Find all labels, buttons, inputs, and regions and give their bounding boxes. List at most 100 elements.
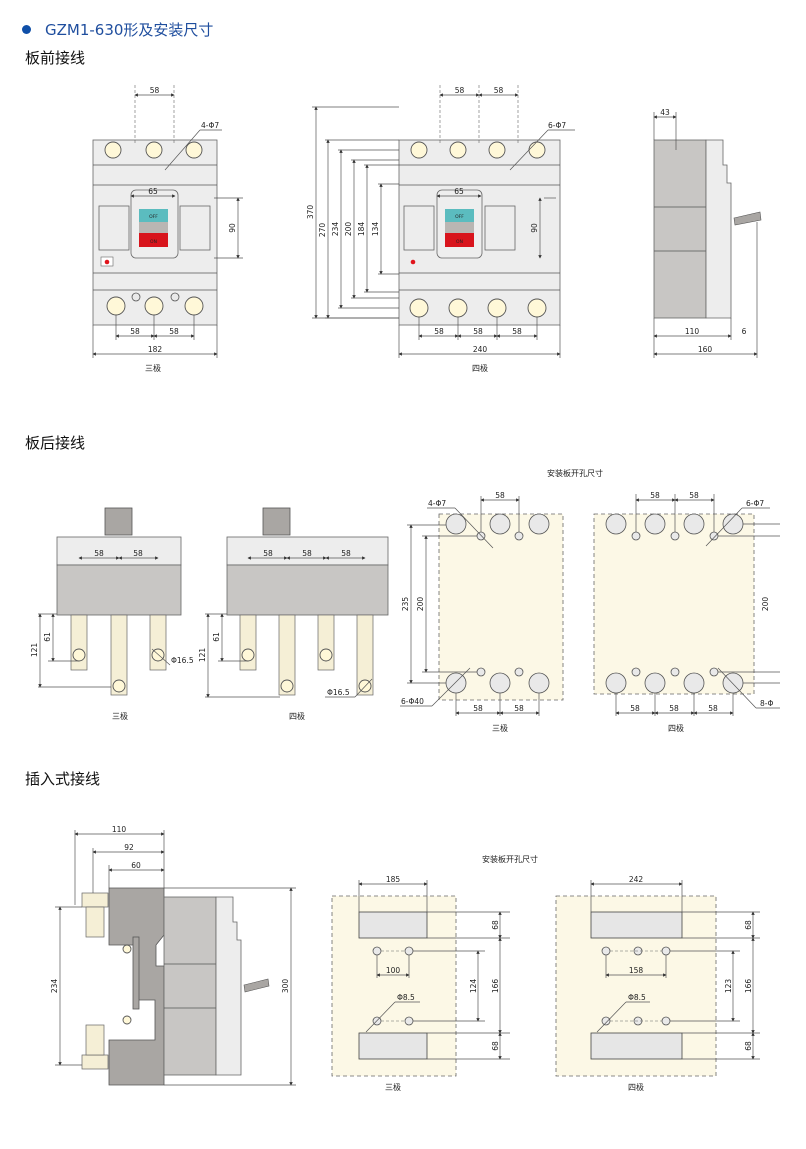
svg-text:58: 58 xyxy=(473,327,483,336)
svg-text:Φ16.5: Φ16.5 xyxy=(327,688,350,697)
svg-text:四极: 四极 xyxy=(472,363,488,373)
section-front-wiring: 板前接线 xyxy=(25,49,86,67)
svg-text:100: 100 xyxy=(386,966,401,975)
svg-text:60: 60 xyxy=(131,861,141,870)
svg-text:OFF: OFF xyxy=(455,214,464,220)
svg-text:Φ8.5: Φ8.5 xyxy=(397,993,415,1002)
svg-text:四极: 四极 xyxy=(289,711,305,721)
svg-text:ON: ON xyxy=(150,239,157,245)
plugin-cutout-three-pole: 185 100 Φ8.5 68 124 166 68 三极 xyxy=(331,875,510,1092)
svg-text:121: 121 xyxy=(198,648,207,663)
svg-text:Φ16.5: Φ16.5 xyxy=(171,656,194,665)
svg-text:166: 166 xyxy=(491,979,500,994)
svg-text:234: 234 xyxy=(331,222,340,237)
rear-four-pole-drawing: 58 58 58 61 121 Φ16.5 四极 xyxy=(198,507,389,721)
svg-text:58: 58 xyxy=(669,704,679,713)
svg-text:58: 58 xyxy=(434,327,444,336)
title-text: GZM1-630形及安装尺寸 xyxy=(45,21,214,39)
svg-text:6-Φ7: 6-Φ7 xyxy=(746,499,764,508)
svg-text:58: 58 xyxy=(512,327,522,336)
svg-text:ON: ON xyxy=(456,239,463,245)
rear-three-pole-drawing: 58 58 61 121 Φ16.5 三极 xyxy=(30,507,194,721)
cutout-title: 安装板开孔尺寸 xyxy=(547,468,603,478)
svg-text:110: 110 xyxy=(112,825,127,834)
svg-text:166: 166 xyxy=(744,979,753,994)
svg-text:四极: 四极 xyxy=(628,1082,644,1092)
label-window xyxy=(98,205,130,251)
svg-text:270: 270 xyxy=(318,223,327,238)
svg-text:300: 300 xyxy=(281,979,290,994)
svg-text:4-Φ7: 4-Φ7 xyxy=(428,499,446,508)
svg-text:68: 68 xyxy=(744,920,753,930)
svg-text:58: 58 xyxy=(263,549,273,558)
svg-text:242: 242 xyxy=(629,875,644,884)
section-rear-wiring: 板后接线 xyxy=(25,434,86,452)
section-plugin-wiring: 插入式接线 xyxy=(25,770,101,788)
svg-text:160: 160 xyxy=(698,345,713,354)
svg-text:58: 58 xyxy=(708,704,718,713)
handle-lever xyxy=(733,211,762,226)
svg-text:65: 65 xyxy=(148,187,158,196)
svg-text:121: 121 xyxy=(30,643,39,658)
svg-text:6-Φ40: 6-Φ40 xyxy=(401,697,424,706)
svg-text:92: 92 xyxy=(124,843,134,852)
front-three-pole-drawing: OFF ON 58 4-Φ7 65 90 58 58 182 三极 xyxy=(92,85,243,373)
svg-text:90: 90 xyxy=(530,223,539,233)
on-indicator xyxy=(139,233,168,247)
svg-text:58: 58 xyxy=(473,704,483,713)
svg-text:370: 370 xyxy=(306,205,315,220)
label-window xyxy=(179,205,211,251)
svg-text:68: 68 xyxy=(491,1041,500,1051)
svg-text:Φ8.5: Φ8.5 xyxy=(628,993,646,1002)
svg-text:8-Φ: 8-Φ xyxy=(760,699,773,708)
svg-text:235: 235 xyxy=(401,597,410,612)
page-title: GZM1-630形及安装尺寸 xyxy=(22,19,213,40)
svg-text:240: 240 xyxy=(473,345,488,354)
svg-text:58: 58 xyxy=(630,704,640,713)
svg-text:234: 234 xyxy=(50,979,59,994)
side-view-drawing: 43 110 6 160 xyxy=(653,108,762,358)
svg-text:43: 43 xyxy=(660,108,670,117)
svg-text:OFF: OFF xyxy=(149,214,158,220)
svg-text:200: 200 xyxy=(416,597,425,612)
svg-text:68: 68 xyxy=(744,1041,753,1051)
svg-text:58: 58 xyxy=(94,549,104,558)
svg-text:185: 185 xyxy=(386,875,401,884)
svg-text:三极: 三极 xyxy=(145,363,161,373)
svg-text:61: 61 xyxy=(212,632,221,642)
svg-text:三极: 三极 xyxy=(112,711,128,721)
svg-text:158: 158 xyxy=(629,966,644,975)
top-terminals xyxy=(104,141,203,159)
svg-text:184: 184 xyxy=(357,222,366,237)
svg-text:58: 58 xyxy=(514,704,524,713)
svg-text:58: 58 xyxy=(494,86,504,95)
svg-text:6: 6 xyxy=(742,327,747,336)
svg-text:182: 182 xyxy=(148,345,163,354)
plugin-cutout-four-pole: 242 158 Φ8.5 68 123 166 68 四极 xyxy=(555,875,760,1092)
off-indicator xyxy=(139,209,168,222)
status-indicator-dot xyxy=(104,259,110,265)
svg-text:124: 124 xyxy=(469,979,478,994)
svg-text:90: 90 xyxy=(228,223,237,233)
svg-text:58: 58 xyxy=(455,86,465,95)
svg-text:四极: 四极 xyxy=(668,723,684,733)
svg-text:4-Φ7: 4-Φ7 xyxy=(201,121,219,130)
front-four-pole-drawing: OFF ON 58 58 6-Φ7 65 90 370 270 234 200 … xyxy=(306,85,575,373)
svg-text:6-Φ7: 6-Φ7 xyxy=(548,121,566,130)
bottom-terminals xyxy=(106,292,204,316)
svg-text:123: 123 xyxy=(724,979,733,994)
svg-text:58: 58 xyxy=(150,86,160,95)
bullet-icon xyxy=(22,25,31,34)
svg-text:200: 200 xyxy=(344,222,353,237)
svg-text:134: 134 xyxy=(371,222,380,237)
svg-text:三极: 三极 xyxy=(385,1082,401,1092)
rear-cutout-three-pole: 58 4-Φ7 235 200 6-Φ40 58 58 三极 xyxy=(400,491,564,733)
svg-text:61: 61 xyxy=(43,632,52,642)
plugin-cutout-title: 安装板开孔尺寸 xyxy=(482,854,538,864)
svg-text:58: 58 xyxy=(650,491,660,500)
svg-text:58: 58 xyxy=(495,491,505,500)
rear-cutout-four-pole: 58 58 6-Φ7 200 8-Φ 58 58 58 四极 xyxy=(593,491,780,733)
svg-text:68: 68 xyxy=(491,920,500,930)
svg-text:58: 58 xyxy=(169,327,179,336)
